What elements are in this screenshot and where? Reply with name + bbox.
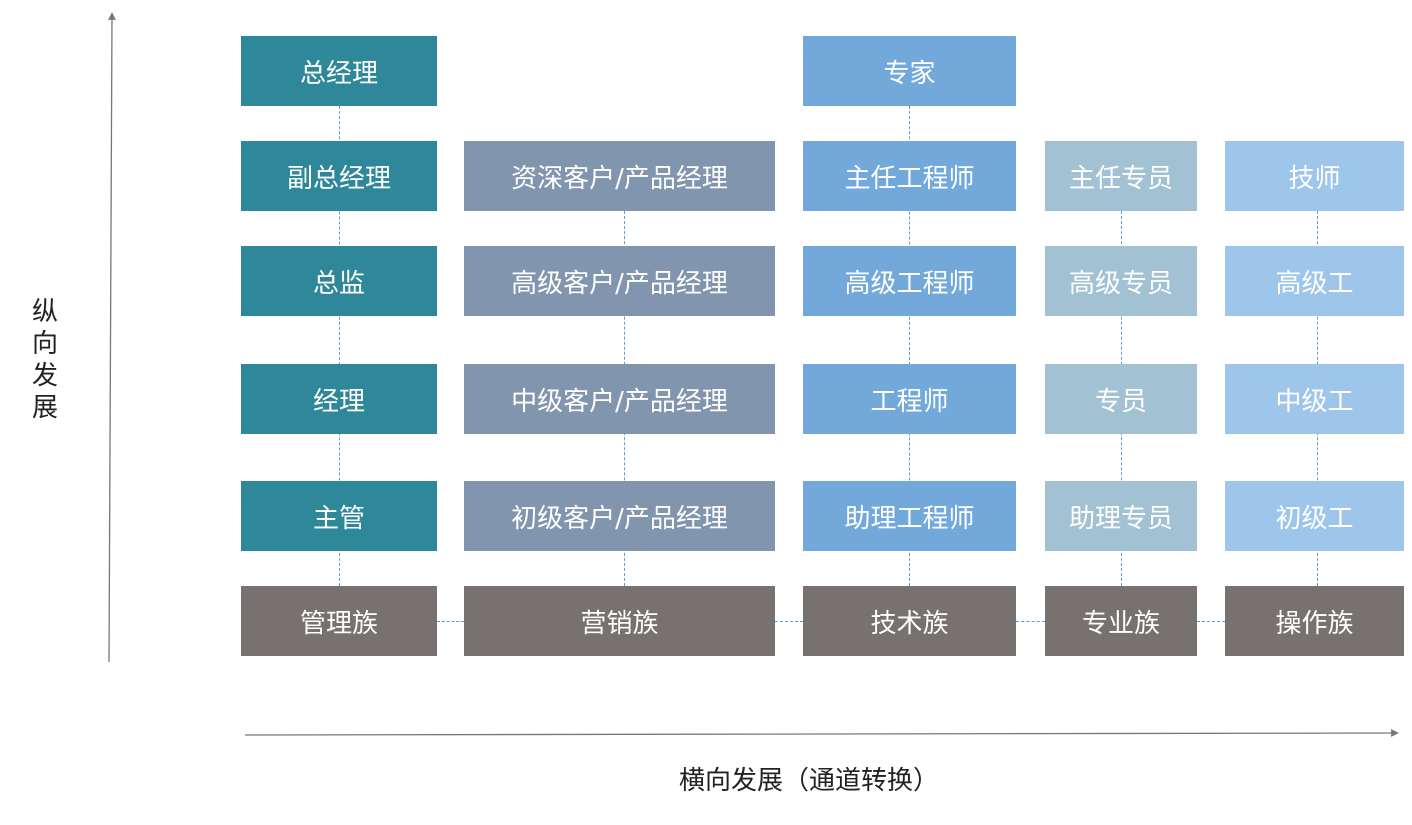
management-level-box: 经理: [241, 364, 437, 434]
technical-level-box: 专家: [803, 36, 1016, 106]
family-connector: [1197, 621, 1225, 622]
marketing-level-box: 高级客户/产品经理: [464, 246, 775, 316]
management-level-box: 总监: [241, 246, 437, 316]
technical-level-box: 工程师: [803, 364, 1016, 434]
operations-level-box: 中级工: [1225, 364, 1404, 434]
marketing-family-box: 营销族: [464, 586, 775, 656]
professional-family-box: 专业族: [1045, 586, 1197, 656]
professional-level-box: 高级专员: [1045, 246, 1197, 316]
operations-level-box: 初级工: [1225, 481, 1404, 551]
technical-connector: [909, 106, 910, 586]
management-level-box: 总经理: [241, 36, 437, 106]
marketing-level-box: 初级客户/产品经理: [464, 481, 775, 551]
family-connector: [1016, 621, 1045, 622]
operations-family-box: 操作族: [1225, 586, 1404, 656]
management-family-box: 管理族: [241, 586, 437, 656]
operations-level-box: 高级工: [1225, 246, 1404, 316]
management-connector: [339, 106, 340, 586]
horizontal-axis-arrow: [244, 729, 1399, 737]
management-level-box: 主管: [241, 481, 437, 551]
professional-level-box: 主任专员: [1045, 141, 1197, 211]
management-level-box: 副总经理: [241, 141, 437, 211]
horizontal-axis-label: 横向发展（通道转换）: [679, 766, 940, 796]
family-connector: [437, 621, 464, 622]
operations-level-box: 技师: [1225, 141, 1404, 211]
family-connector: [775, 621, 803, 622]
technical-level-box: 主任工程师: [803, 141, 1016, 211]
technical-level-box: 助理工程师: [803, 481, 1016, 551]
technical-family-box: 技术族: [803, 586, 1016, 656]
marketing-level-box: 资深客户/产品经理: [464, 141, 775, 211]
technical-level-box: 高级工程师: [803, 246, 1016, 316]
marketing-level-box: 中级客户/产品经理: [464, 364, 775, 434]
vertical-axis-arrow: [108, 12, 116, 663]
vertical-axis-label: 纵向发展: [31, 297, 58, 423]
professional-level-box: 专员: [1045, 364, 1197, 434]
professional-level-box: 助理专员: [1045, 481, 1197, 551]
